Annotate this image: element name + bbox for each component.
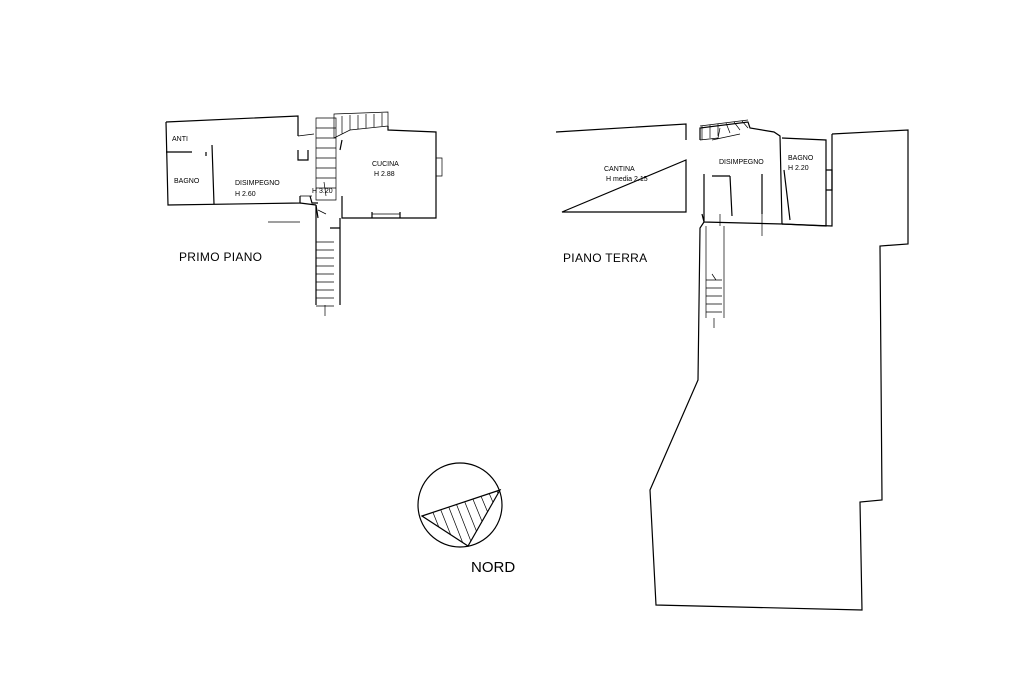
primo-piano-inner-walls: [166, 144, 319, 219]
room-bagno-terra-height: H 2.20: [788, 165, 809, 172]
room-cantina-label: CANTINA: [604, 166, 635, 173]
piano-terra-bagno-outline: [781, 137, 833, 227]
primo-piano-title: PRIMO PIANO: [179, 250, 262, 264]
courtyard-outline: [649, 129, 909, 611]
piano-terra-plan: CANTINA H media 2.15 DISIMPEGNO BAGNO H …: [555, 119, 909, 611]
piano-terra-stair-top: [701, 120, 749, 140]
room-disimpegno-terra-label: DISIMPEGNO: [719, 159, 764, 166]
room-cucina-label: CUCINA: [372, 161, 399, 168]
piano-terra-stair-lower: [705, 226, 725, 328]
stair-height-label: H 3.20: [312, 188, 333, 195]
piano-terra-disimpegno-outline: [699, 121, 783, 225]
room-cantina-height: H media 2.15: [606, 176, 648, 183]
piano-terra-title: PIANO TERRA: [563, 251, 647, 265]
north-arrow-icon: NORD: [417, 462, 515, 576]
primo-piano-outline: [165, 115, 318, 206]
primo-piano-stair-upper: [315, 117, 337, 201]
cantina-outline: [555, 123, 687, 213]
primo-piano-stair-landing: [333, 111, 389, 139]
primo-piano-plan: ANTI BAGNO DISIMPEGNO H 2.60 H 3.20 CUCI…: [165, 111, 443, 316]
cucina-outline: [339, 126, 437, 219]
room-disimpegno-height: H 2.60: [235, 191, 256, 198]
room-bagno-label: BAGNO: [174, 178, 200, 185]
room-disimpegno-label: DISIMPEGNO: [235, 180, 280, 187]
north-label: NORD: [471, 559, 515, 576]
primo-piano-stair-lower: [316, 241, 334, 316]
room-bagno-terra-label: BAGNO: [788, 155, 814, 162]
room-anti-label: ANTI: [172, 136, 188, 143]
room-cucina-height: H 2.88: [374, 171, 395, 178]
